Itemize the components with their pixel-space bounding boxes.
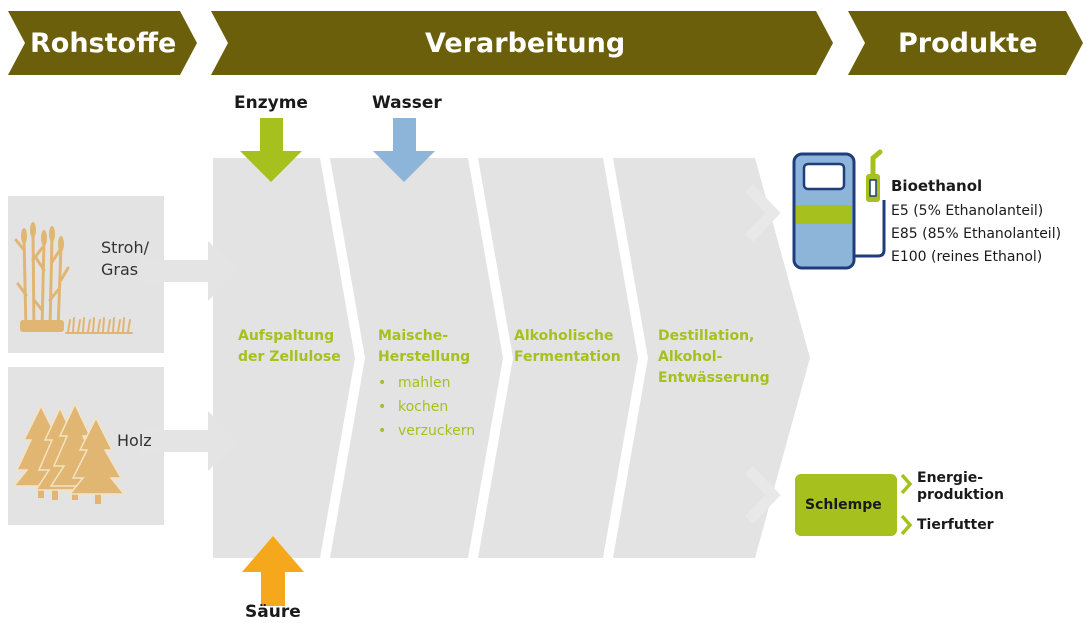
saeure-arrow [242,536,304,606]
energie-line2: produktion [917,487,1004,503]
energie-produktion-label: Energie- produktion [917,470,1004,504]
stage-1-chevron [213,158,355,558]
tierfutter-chevron-icon [900,514,913,536]
wasser-arrow [373,118,435,182]
stage-2-steps: mahlen kochen verzuckern [378,371,475,443]
enzyme-label: Enzyme [234,93,308,113]
stroh-feed-arrow [140,241,238,301]
stage-3-chevron [478,158,638,558]
bioethanol-title: Bioethanol [891,177,983,195]
holz-label: Holz [117,431,152,450]
straw-heads-icon [20,222,64,332]
header-produkte-label: Produkte [898,28,1038,59]
trees-icon [12,402,126,504]
stage-3-line2: Fermentation [514,349,621,365]
straw-icon [14,230,70,332]
stage-4-chevron [613,158,810,558]
header-rohstoffe-chevron [8,11,197,75]
schlempe-box [795,474,897,536]
energie-line1: Energie- [917,470,984,486]
enzyme-arrow [240,118,302,182]
stage-4-line1: Destillation, [658,328,755,344]
stage-4-line3: Entwässerung [658,370,770,386]
energie-chevron-icon [900,473,913,495]
stage-4-title: Destillation, Alkohol- Entwässerung [658,326,770,389]
stroh-label-line1: Stroh/ [101,238,149,257]
wasser-label: Wasser [372,93,442,113]
stage-3-title: Alkoholische Fermentation [514,326,621,368]
bioethanol-e100: E100 (reines Ethanol) [891,249,1043,265]
header-rohstoffe-label: Rohstoffe [30,28,177,59]
stroh-label-line2: Gras [101,260,139,279]
stage-1-line1: Aufspaltung [238,328,335,344]
stage-3-line1: Alkoholische [514,328,614,344]
header-verarbeitung-label: Verarbeitung [425,28,626,59]
bioethanol-e85: E85 (85% Ethanolanteil) [891,226,1062,242]
stage-2-line1: Maische- [378,328,449,344]
stage-2-title: Maische- Herstellung [378,326,470,368]
holz-feed-arrow [140,411,238,471]
stage-4-line2: Alkohol- [658,349,723,365]
stage-2-line2: Herstellung [378,349,471,365]
bioethanol-list: E5 (5% Ethanolanteil) E85 (85% Ethanolan… [891,200,1061,269]
stroh-label: Stroh/ Gras [101,237,149,281]
stage-2-chevron [330,158,503,558]
stage-2-step-kochen: kochen [378,395,475,419]
fuel-pump-icon [792,149,886,270]
stage-1-title: Aufspaltung der Zellulose [238,326,341,368]
tierfutter-label: Tierfutter [917,517,994,533]
stage-2-step-mahlen: mahlen [378,371,475,395]
schlempe-label: Schlempe [805,497,882,513]
stage-1-line2: der Zellulose [238,349,341,365]
header-verarbeitung-chevron [211,11,833,75]
bioethanol-e5: E5 (5% Ethanolanteil) [891,203,1044,219]
output-chevron-schlempe [745,466,781,524]
output-chevron-bioethanol [745,184,781,242]
header-produkte-chevron [848,11,1083,75]
cut-straw-icon [65,317,133,334]
saeure-label: Säure [245,602,301,622]
stage-2-step-verzuckern: verzuckern [378,419,475,443]
